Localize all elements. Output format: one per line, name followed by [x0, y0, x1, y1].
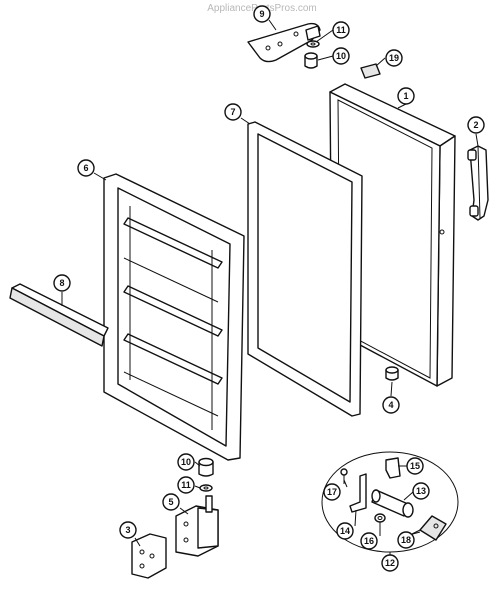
inner-door-liner: [103, 173, 245, 461]
lock-clip: [385, 457, 401, 479]
door-gasket: [247, 121, 363, 417]
svg-text:6: 6: [83, 163, 88, 173]
top-washer: [306, 40, 320, 48]
callout-12: 12: [381, 554, 399, 572]
bottom-bushing: [198, 457, 214, 477]
callout-10-bottom: 10: [177, 453, 195, 471]
callout-8: 8: [53, 274, 71, 292]
svg-text:12: 12: [385, 558, 395, 568]
label-plate: [360, 63, 381, 79]
svg-text:2: 2: [473, 120, 478, 130]
callout-6: 6: [77, 159, 95, 177]
svg-text:13: 13: [416, 486, 426, 496]
svg-text:10: 10: [336, 51, 346, 61]
svg-text:11: 11: [336, 25, 346, 35]
lock-cylinder: [371, 489, 414, 518]
svg-text:14: 14: [340, 526, 350, 536]
lock-lever: [349, 473, 367, 513]
svg-text:19: 19: [389, 53, 399, 63]
lock-key: [411, 515, 447, 541]
svg-text:15: 15: [410, 461, 420, 471]
hinge-shim-plate: [131, 533, 167, 579]
callout-9: 9: [253, 5, 271, 23]
callout-3: 3: [119, 521, 137, 539]
lock-screw: [340, 468, 348, 484]
svg-text:17: 17: [327, 487, 337, 497]
top-bushing: [304, 52, 318, 69]
door-handle: [467, 145, 489, 221]
svg-text:8: 8: [59, 278, 64, 288]
svg-text:7: 7: [230, 107, 235, 117]
callout-17: 17: [323, 483, 341, 501]
lock-kit-group: [321, 451, 459, 553]
bottom-hinge: [175, 495, 219, 557]
svg-text:3: 3: [125, 525, 130, 535]
svg-text:10: 10: [181, 457, 191, 467]
callout-5: 5: [162, 493, 180, 511]
door-plug: [385, 366, 399, 381]
callout-2: 2: [467, 116, 485, 134]
svg-text:5: 5: [168, 497, 173, 507]
svg-text:9: 9: [259, 9, 264, 19]
svg-text:16: 16: [364, 536, 374, 546]
callout-14: 14: [336, 522, 354, 540]
shelf-bar: [9, 283, 109, 347]
lock-nut: [374, 513, 386, 523]
callout-15: 15: [406, 457, 424, 475]
callout-11-top: 11: [332, 21, 350, 39]
callout-7: 7: [224, 103, 242, 121]
callout-10-top: 10: [332, 47, 350, 65]
svg-text:1: 1: [403, 91, 408, 101]
svg-text:18: 18: [401, 535, 411, 545]
bottom-washer: [199, 484, 213, 492]
svg-text:4: 4: [388, 400, 393, 410]
callout-13: 13: [412, 482, 430, 500]
top-hinge-bracket: [247, 22, 321, 63]
callout-11-bottom: 11: [177, 476, 195, 494]
callout-16: 16: [360, 532, 378, 550]
callout-18: 18: [397, 531, 415, 549]
callout-19: 19: [385, 49, 403, 67]
svg-text:11: 11: [181, 480, 191, 490]
callout-4: 4: [382, 396, 400, 414]
callout-1: 1: [397, 87, 415, 105]
